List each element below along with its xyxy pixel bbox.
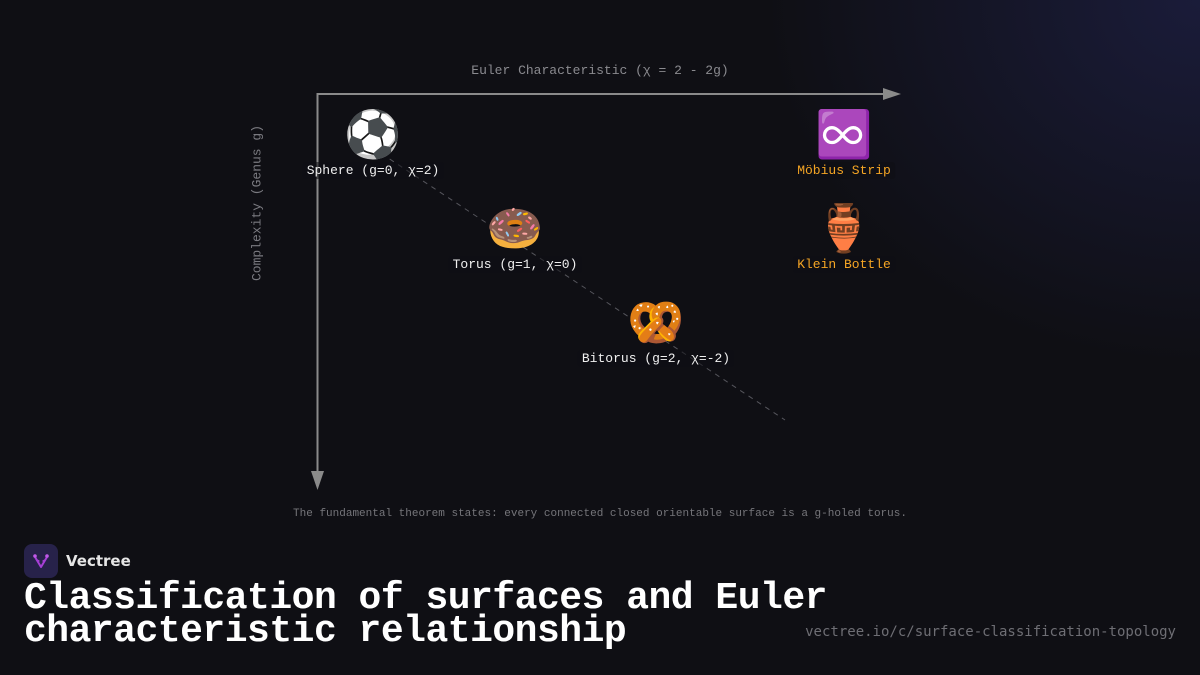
amphora-icon: 🏺	[815, 201, 873, 255]
node-label: Bitorus (g=2, χ=-2)	[577, 350, 735, 367]
node-label: Möbius Strip	[793, 162, 895, 179]
x-axis-arrow	[883, 88, 901, 100]
node-label: Sphere (g=0, χ=2)	[302, 162, 444, 179]
title-line-1: Classification of surfaces and Euler	[24, 577, 827, 620]
title-line-2: characteristic relationship	[24, 610, 627, 653]
genus-trend-line	[372, 147, 786, 421]
vectree-logo-icon	[24, 544, 58, 578]
infinity-icon: ♾️	[815, 107, 873, 161]
donut-icon: 🍩	[486, 201, 544, 255]
brand-name: Vectree	[66, 552, 131, 570]
y-axis-arrow	[311, 471, 324, 490]
x-axis-title: Euler Characteristic (χ = 2 - 2g)	[471, 63, 729, 78]
page-title: Classification of surfaces and Euler cha…	[24, 580, 827, 651]
node-label: Torus (g=1, χ=0)	[448, 256, 582, 273]
brand: Vectree	[24, 544, 131, 578]
node-klein-bottle: 🏺 Klein Bottle	[793, 201, 895, 273]
node-sphere: ⚽ Sphere (g=0, χ=2)	[302, 107, 444, 179]
soccer-ball-icon: ⚽	[344, 107, 402, 161]
node-torus: 🍩 Torus (g=1, χ=0)	[448, 201, 582, 273]
pretzel-icon: 🥨	[627, 295, 685, 349]
surface-classification-diagram: Euler Characteristic (χ = 2 - 2g) Comple…	[250, 63, 907, 520]
node-mobius-strip: ♾️ Möbius Strip	[793, 107, 895, 179]
theorem-caption: The fundamental theorem states: every co…	[293, 508, 907, 520]
axes	[311, 88, 901, 490]
node-label: Klein Bottle	[793, 256, 895, 273]
source-url: vectree.io/c/surface-classification-topo…	[805, 624, 1176, 640]
node-bitorus: 🥨 Bitorus (g=2, χ=-2)	[577, 295, 735, 367]
